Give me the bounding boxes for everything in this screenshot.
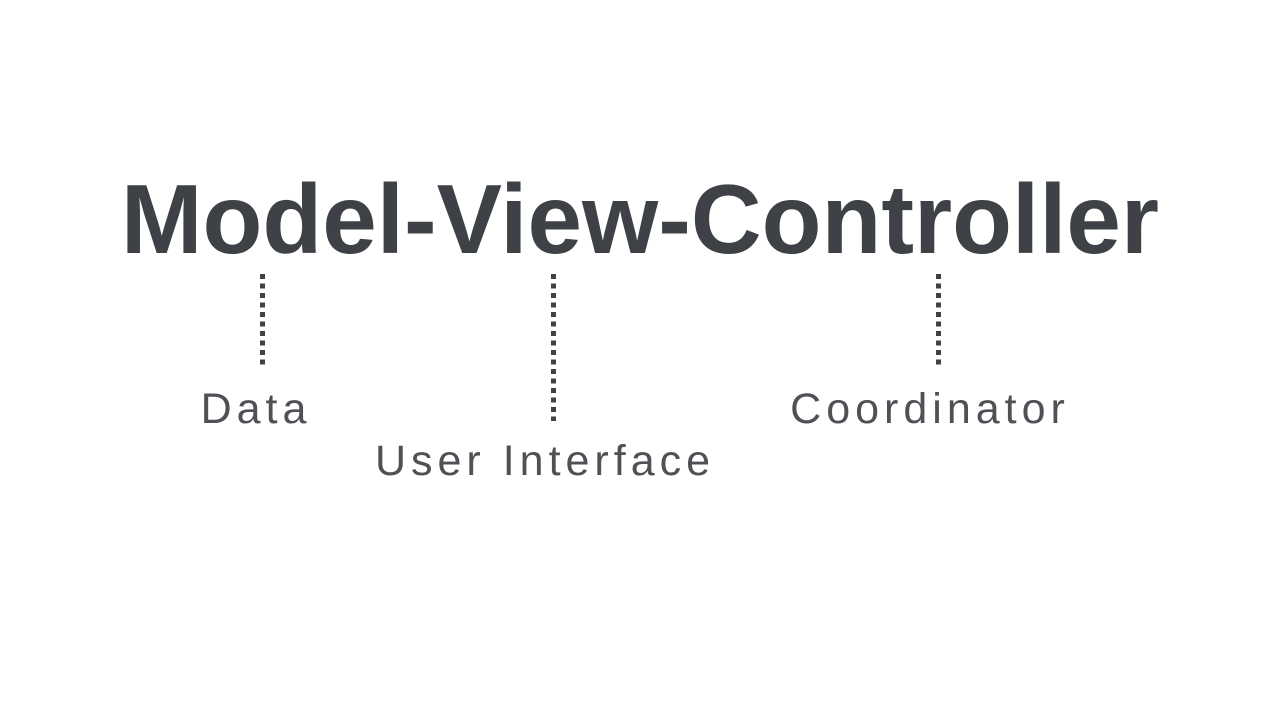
slide-title: Model-View-Controller <box>120 164 1160 274</box>
annotation-controller-coordinator: Coordinator <box>790 385 1070 433</box>
dotted-connector-controller <box>936 274 941 369</box>
dotted-connector-view <box>551 274 556 421</box>
annotation-model-data: Data <box>200 385 312 433</box>
dotted-connector-model <box>260 274 265 369</box>
annotation-view-user-interface: User Interface <box>374 437 716 485</box>
